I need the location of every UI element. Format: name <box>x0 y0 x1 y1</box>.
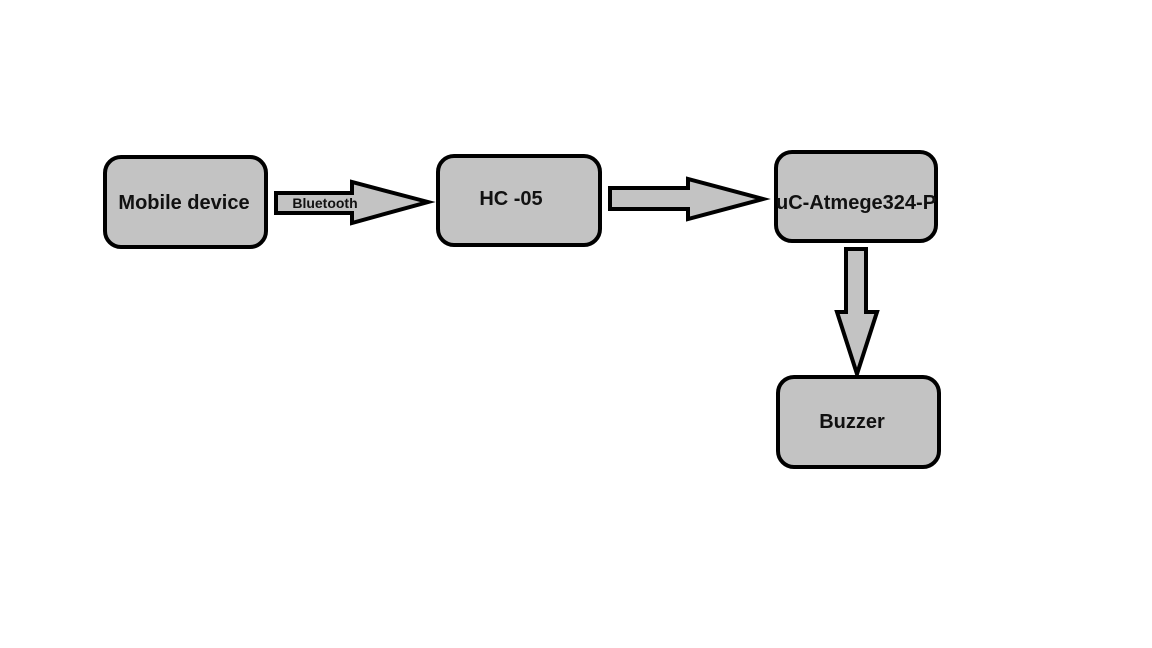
node-hc05-label: HC -05 <box>479 188 542 210</box>
arrow-uc-to-buzzer <box>834 247 880 381</box>
node-hc05: HC -05 <box>436 154 602 247</box>
node-buzzer-label: Buzzer <box>819 411 885 433</box>
node-mobile-device-label: Mobile device <box>118 192 249 214</box>
node-buzzer: Buzzer <box>776 375 941 469</box>
node-mobile-device: Mobile device <box>103 155 268 249</box>
node-uc-atmega-label: uC-Atmege324-P <box>776 192 936 214</box>
arrow-bluetooth-label: Bluetooth <box>292 195 357 211</box>
arrow-mobile-to-hc05: Bluetooth <box>274 179 436 226</box>
node-uc-atmega: uC-Atmege324-P <box>774 150 938 243</box>
arrow-hc05-to-uc <box>608 176 771 222</box>
